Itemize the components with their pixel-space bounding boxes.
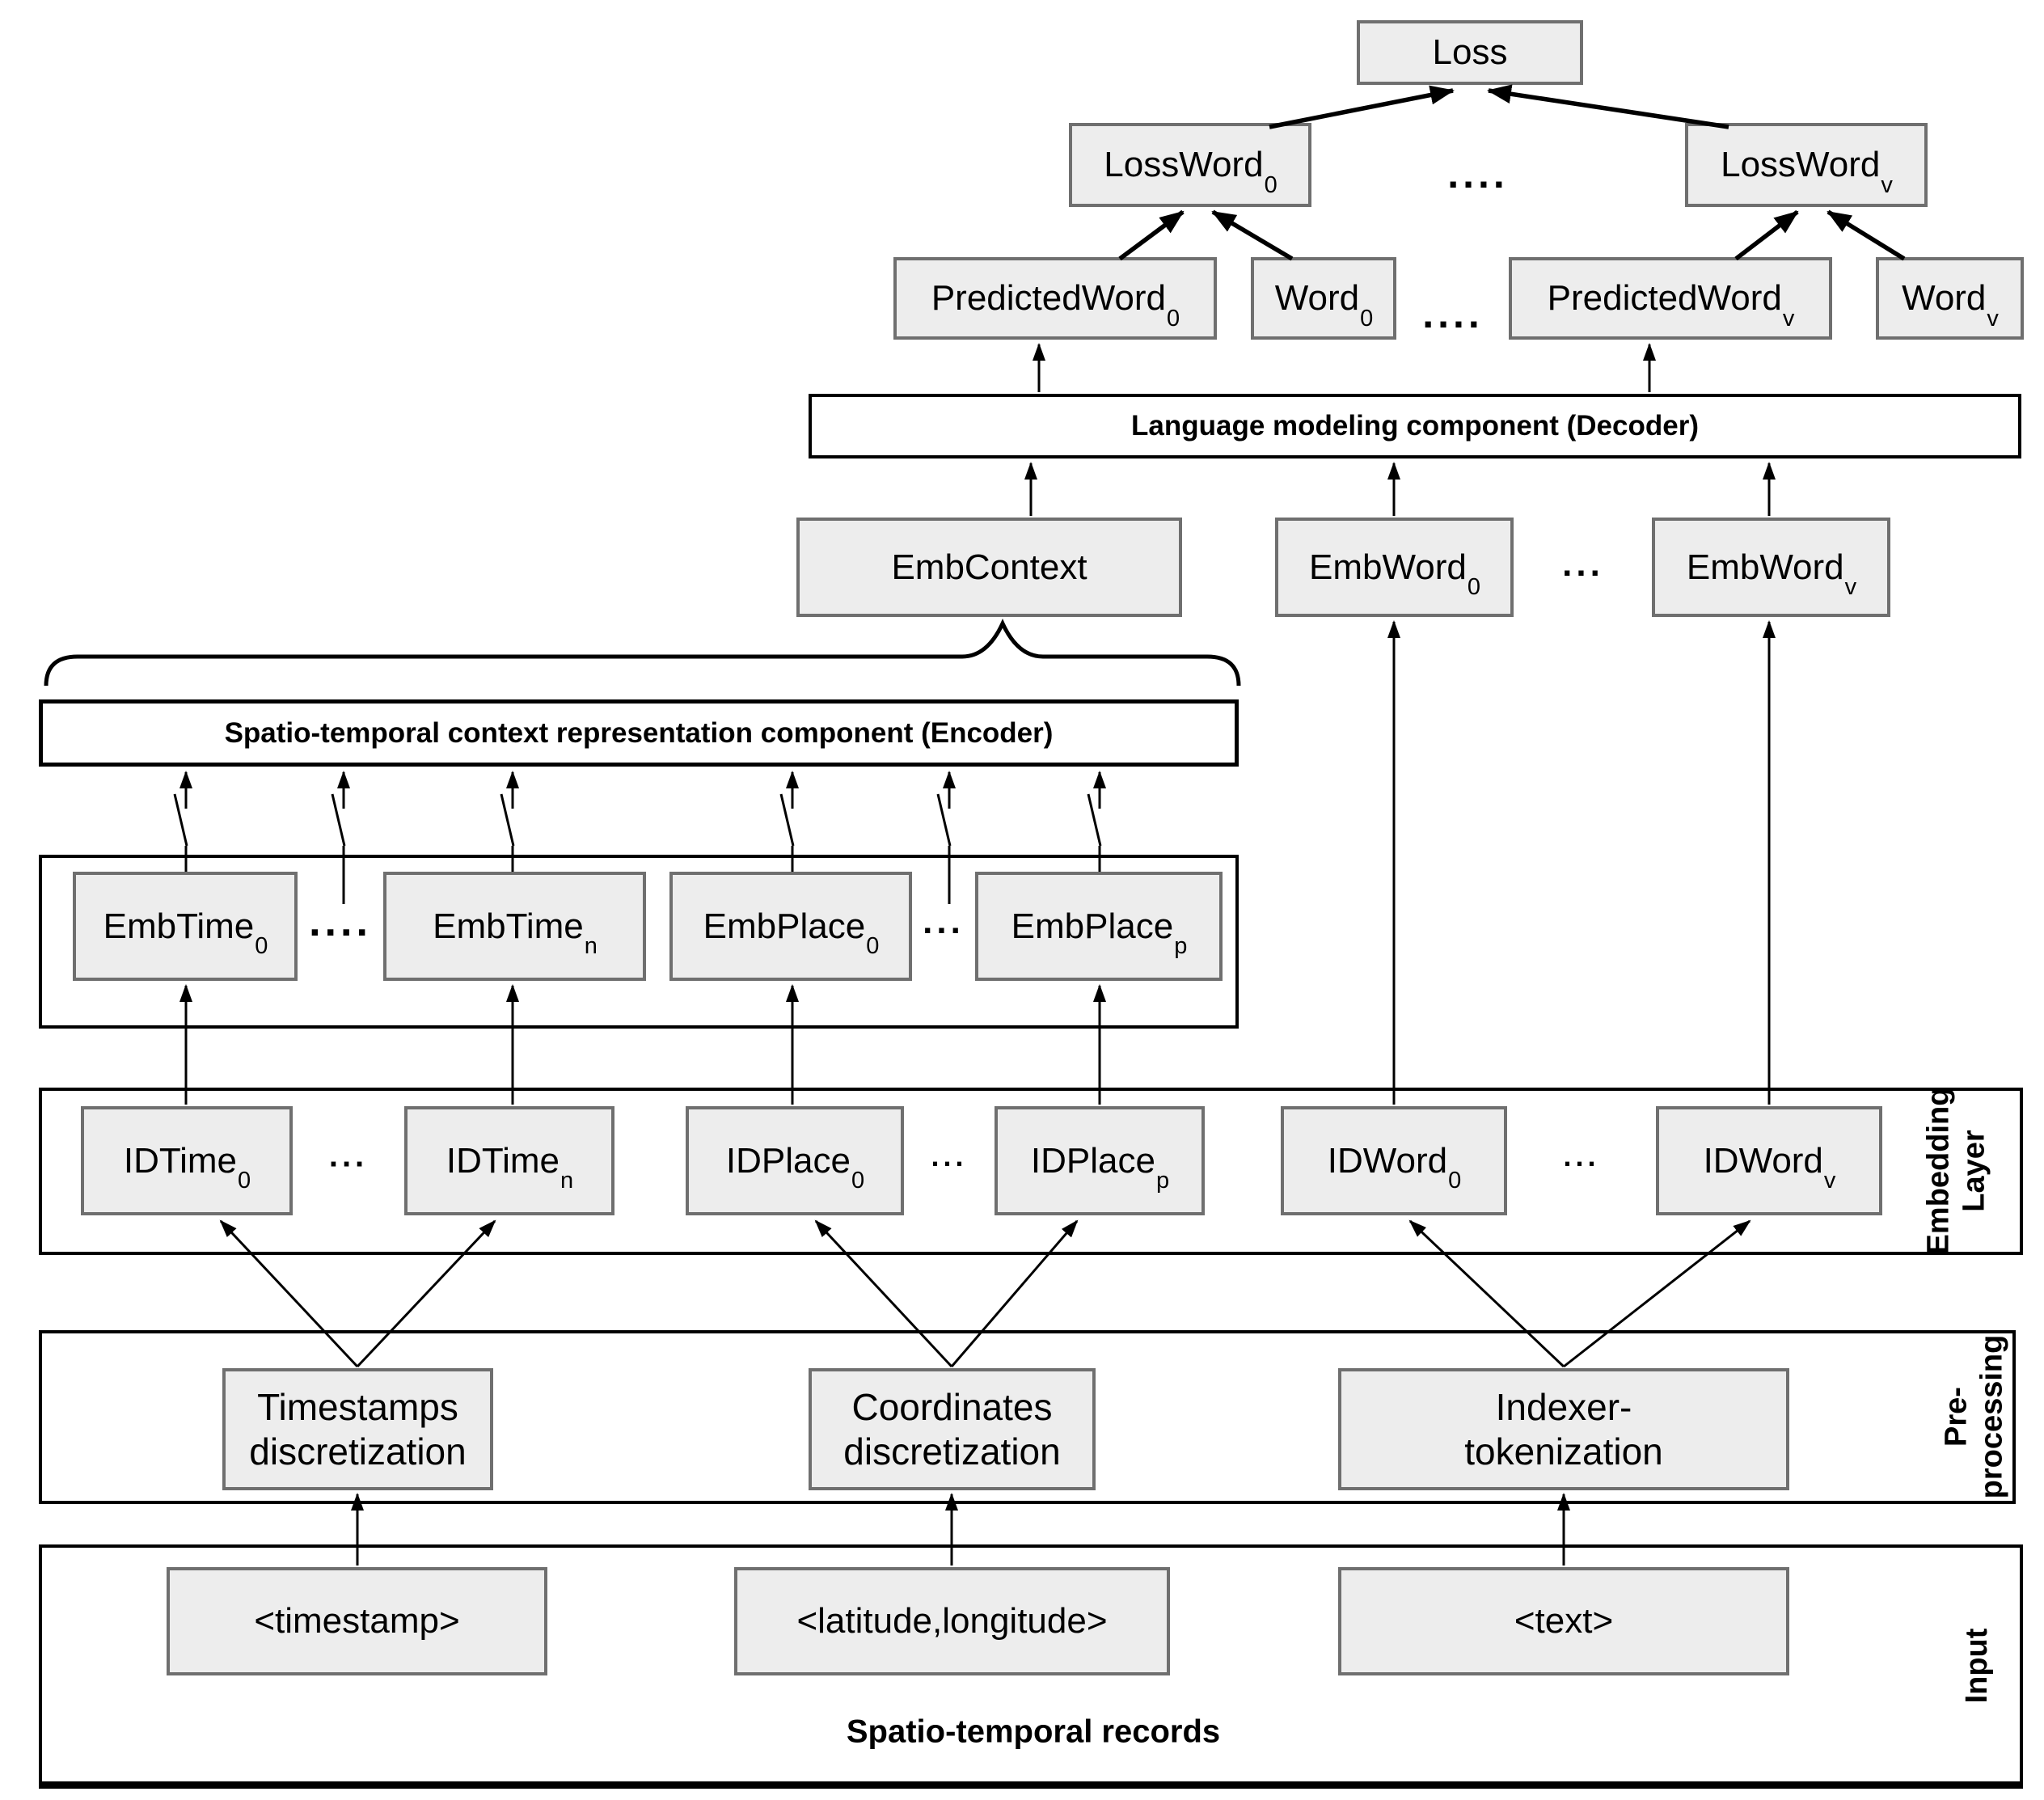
ellipsis-loss-words: ....	[1447, 151, 1509, 196]
input-label: Input	[1960, 1628, 1995, 1704]
node-label: EmbWord0	[1309, 547, 1480, 601]
encoder-component: Spatio-temporal context representation c…	[39, 699, 1239, 767]
node-embplace-p: EmbPlacep	[975, 872, 1223, 981]
node-label: Timestamps discretization	[249, 1386, 467, 1473]
node-label: EmbContext	[891, 547, 1087, 587]
node-label: EmbPlace0	[703, 906, 880, 960]
node-sub: n	[560, 1168, 574, 1194]
node-sub: p	[1174, 933, 1188, 960]
node-timestamps-discretization: Timestamps discretization	[222, 1368, 493, 1490]
node-lossword-0: LossWord0	[1069, 123, 1311, 207]
node-embcontext: EmbContext	[796, 518, 1182, 617]
node-input-text: <text>	[1338, 1567, 1789, 1675]
node-idplace-0: IDPlace0	[686, 1106, 904, 1215]
node-idtime-0: IDTime0	[81, 1106, 293, 1215]
node-sub: 0	[851, 1168, 865, 1194]
node-label: EmbTime0	[103, 906, 268, 960]
node-label: IDPlace0	[725, 1140, 865, 1194]
node-embtime-0: EmbTime0	[73, 872, 298, 981]
node-idtime-n: IDTimen	[404, 1106, 614, 1215]
node-label: Indexer- tokenization	[1464, 1386, 1663, 1473]
embedding-layer-label: Embedding Layer	[1921, 1087, 1991, 1255]
switch-icon	[779, 793, 795, 847]
node-sub: 0	[866, 933, 880, 960]
ellipsis-word-row: ....	[1422, 291, 1484, 336]
node-label: LossWord0	[1104, 145, 1278, 198]
node-label: Wordv	[1902, 278, 1999, 332]
node-sub: n	[584, 933, 598, 960]
node-sub: v	[1782, 305, 1795, 332]
node-idword-v: IDWordv	[1656, 1106, 1882, 1215]
preprocessing-label: Pre- processing	[1939, 1334, 2008, 1499]
node-sub: v	[1987, 305, 1999, 332]
node-label: IDTime0	[123, 1140, 251, 1194]
node-sub: v	[1881, 171, 1893, 198]
node-sub: 0	[1264, 171, 1278, 198]
node-word-v: Wordv	[1876, 257, 2024, 340]
node-idplace-p: IDPlacep	[995, 1106, 1205, 1215]
input-band-caption: Spatio-temporal records	[846, 1713, 1221, 1750]
ellipsis-id-words: ...	[1563, 1139, 1600, 1173]
node-label: IDPlacep	[1030, 1140, 1170, 1194]
node-sub: 0	[1448, 1168, 1462, 1194]
node-sub: v	[1844, 574, 1857, 601]
node-label: EmbWordv	[1686, 547, 1857, 601]
node-label: LossWordv	[1721, 145, 1893, 198]
ellipsis-emb-times: ....	[309, 898, 372, 945]
brace	[44, 619, 1241, 687]
node-sub: 0	[1360, 305, 1374, 332]
node-embword-v: EmbWordv	[1652, 518, 1890, 617]
node-lossword-v: LossWordv	[1685, 123, 1928, 207]
node-idword-0: IDWord0	[1281, 1106, 1507, 1215]
ellipsis-id-times: ...	[328, 1138, 369, 1174]
switch-icon	[500, 793, 515, 847]
node-indexer-tokenization: Indexer- tokenization	[1338, 1368, 1789, 1490]
node-label: <timestamp>	[254, 1601, 460, 1642]
node-sub: 0	[1467, 574, 1480, 601]
node-label: PredictedWordv	[1547, 278, 1795, 332]
node-label: Loss	[1432, 32, 1508, 73]
switch-icon	[173, 793, 188, 847]
switch-icon	[331, 793, 346, 847]
switch-icon	[936, 793, 952, 847]
node-input-timestamp: <timestamp>	[167, 1567, 547, 1675]
node-sub: p	[1155, 1168, 1170, 1194]
decoder-component: Language modeling component (Decoder)	[809, 394, 2021, 458]
node-sub: v	[1823, 1168, 1836, 1194]
node-coordinates-discretization: Coordinates discretization	[809, 1368, 1096, 1490]
node-input-latlong: <latitude,longitude>	[734, 1567, 1170, 1675]
node-predictedword-0: PredictedWord0	[893, 257, 1217, 340]
node-word-0: Word0	[1251, 257, 1396, 340]
node-label: IDTimen	[446, 1140, 574, 1194]
node-sub: 0	[255, 933, 268, 960]
node-embplace-0: EmbPlace0	[669, 872, 912, 981]
node-label: EmbTimen	[433, 906, 598, 960]
ellipsis-emb-words: ...	[1562, 544, 1604, 584]
decoder-label: Language modeling component (Decoder)	[1131, 410, 1699, 442]
node-label: IDWord0	[1327, 1140, 1462, 1194]
node-label: IDWordv	[1703, 1140, 1836, 1194]
node-label: EmbPlacep	[1011, 906, 1188, 960]
node-embtime-n: EmbTimen	[383, 872, 646, 981]
node-sub: 0	[1167, 305, 1180, 332]
node-label: PredictedWord0	[931, 278, 1180, 332]
encoder-label: Spatio-temporal context representation c…	[224, 716, 1054, 749]
node-predictedword-v: PredictedWordv	[1509, 257, 1832, 340]
ellipsis-id-places: ...	[931, 1139, 968, 1173]
switch-icon	[1087, 793, 1102, 847]
node-label: <text>	[1514, 1601, 1614, 1642]
node-embword-0: EmbWord0	[1275, 518, 1514, 617]
node-label: Word0	[1274, 278, 1374, 332]
node-loss: Loss	[1357, 20, 1583, 85]
ellipsis-emb-places: ...	[923, 902, 965, 941]
node-sub: 0	[238, 1168, 251, 1194]
node-label: <latitude,longitude>	[796, 1601, 1108, 1642]
node-label: Coordinates discretization	[843, 1386, 1061, 1473]
